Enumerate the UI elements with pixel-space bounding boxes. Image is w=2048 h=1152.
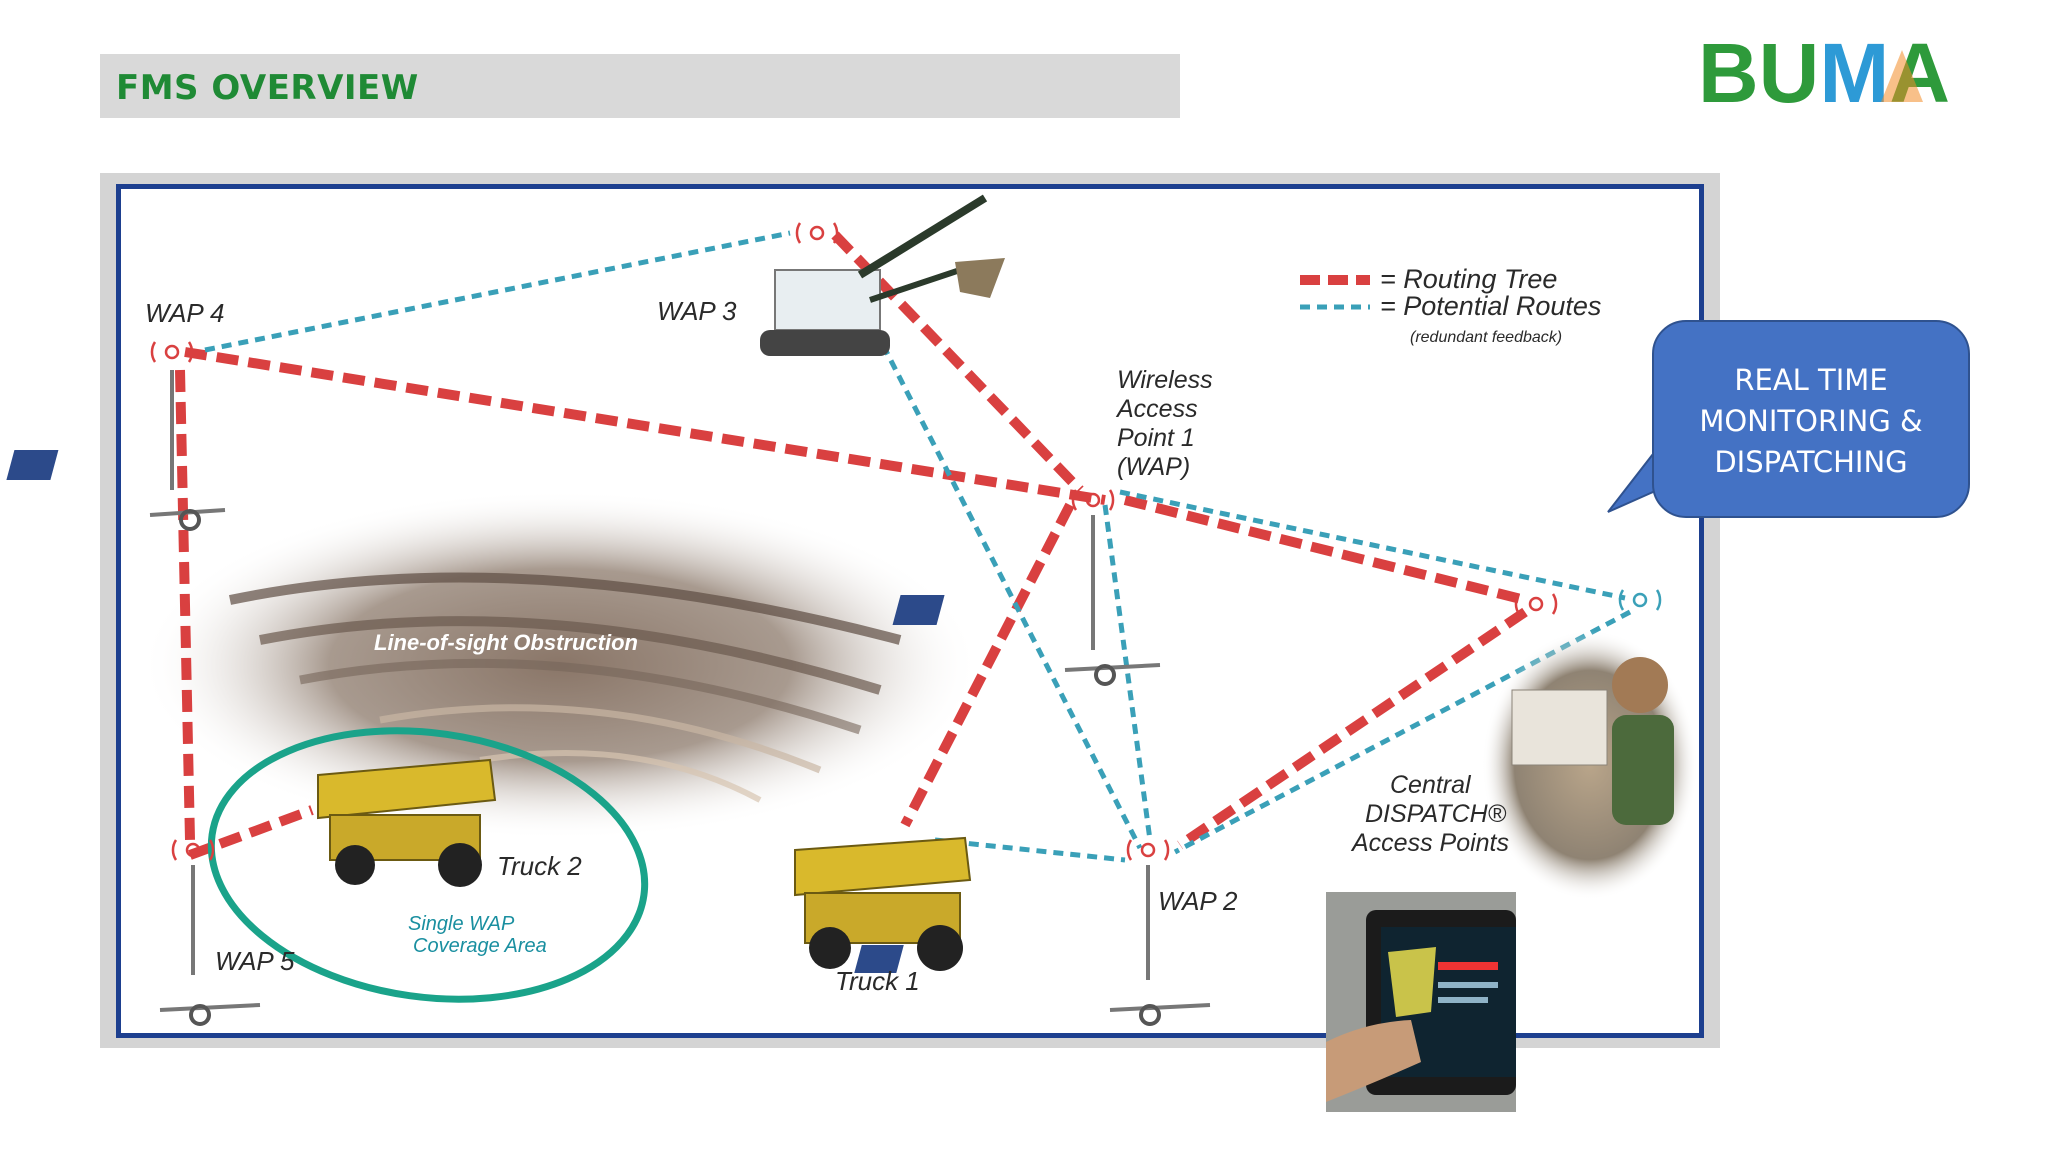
wap5-label: WAP 5 [215,946,295,976]
wap2-signal-icon [1126,839,1170,861]
dispatch-signal-icon-red [1514,593,1558,615]
callout-line3: DISPATCHING [1714,445,1908,479]
logo-accent [1881,50,1923,102]
buma-logo: BUMA [1698,30,1950,120]
obstruction-label: Line-of-sight Obstruction [374,630,638,655]
dispatch-label-line3: Access Points [1350,829,1509,857]
legend-note: (redundant feedback) [1410,329,1562,346]
coverage-label-line2: Coverage Area [413,935,547,957]
wap1-label-line3: Point 1 [1117,424,1195,452]
wap1-label-line2: Access [1115,395,1198,423]
single-wap-coverage-ring [207,727,649,1003]
real-time-monitoring-callout: REAL TIME MONITORING & DISPATCHING [1652,320,1970,518]
wap3-signal-icon [795,222,839,244]
truck2-label: Truck 2 [497,851,582,881]
truck2-illustration [317,758,497,887]
potential-routes-lines [204,230,1632,863]
header-bar: FMS OVERVIEW [100,54,1180,118]
routing-tree-lines [175,231,1528,860]
callout-line1: REAL TIME [1734,363,1888,397]
wap4-label: WAP 4 [145,298,224,328]
wap2-label: WAP 2 [1158,886,1238,916]
wap4-signal-icon [150,341,194,363]
wap5-station [159,865,261,1026]
legend-potential-label: = Potential Routes [1380,291,1601,321]
legend: = Routing Tree = Potential Routes (redun… [1300,264,1601,346]
truck1-illustration [794,836,972,971]
wap1-station [892,515,1161,686]
dispatch-label-line1: Central [1390,771,1472,799]
truck1-label: Truck 1 [835,966,920,996]
shovel-illustration [760,194,1005,356]
callout-text: REAL TIME MONITORING & DISPATCHING [1654,360,1968,483]
open-pit-mine [140,490,980,840]
coverage-label-line1: Single WAP [408,913,515,935]
wap5-signal-icon [171,839,215,861]
callout-line2: MONITORING & [1699,404,1923,438]
wap1-signal-icon [1071,489,1115,511]
wap1-label-line4: (WAP) [1117,453,1190,481]
page-title: FMS OVERVIEW [116,68,419,108]
dispatch-label-line2: DISPATCH® [1365,800,1507,828]
in-cab-tablet-photo [1326,892,1516,1112]
wap4-station [6,370,226,531]
dispatch-signal-icon-blue [1618,589,1662,611]
wap3-label: WAP 3 [657,296,737,326]
wifi-signal-icons [150,222,1662,861]
wap2-station [854,865,1211,1026]
dispatch-operator-photo [1482,630,1698,900]
tablet-photo-art [1326,892,1516,1112]
wap1-label-line1: Wireless [1117,366,1213,394]
legend-routing-label: = Routing Tree [1380,264,1557,294]
